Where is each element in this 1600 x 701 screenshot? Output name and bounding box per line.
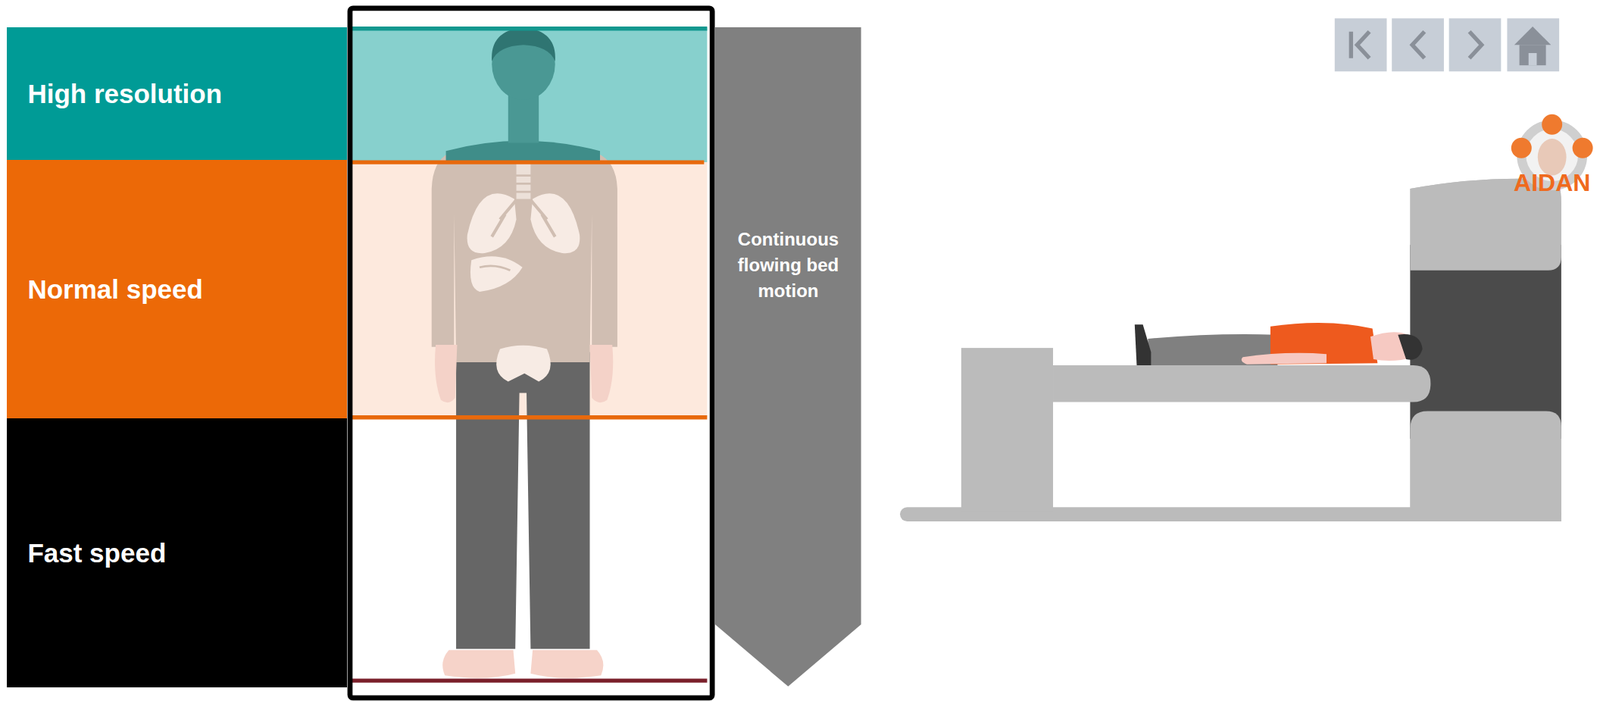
band-label: High resolution [27, 78, 222, 110]
arrow-shape [715, 27, 862, 687]
zone-line [352, 159, 705, 164]
teal-zone [352, 27, 708, 163]
band-label: Normal speed [27, 274, 203, 305]
zone-line [352, 678, 708, 682]
zone-line [352, 415, 708, 419]
arrow-shape [715, 27, 862, 687]
scan-frame [350, 8, 713, 698]
person-figure [431, 27, 618, 678]
scanner-illustration [900, 178, 1562, 522]
arrow-label: Continuous flowing bed motion [731, 226, 846, 304]
bed-motion-arrow: Continuous flowing bed motion [715, 27, 862, 687]
protocol-band: Fast speed [6, 418, 347, 688]
zone-line [352, 26, 708, 31]
protocol-band: High resolution [6, 27, 347, 160]
nav-buttons [1334, 18, 1560, 72]
protocol-band: Normal speed [6, 159, 347, 419]
logo-text: AIDAN [1513, 168, 1591, 197]
band-label: Fast speed [27, 537, 166, 569]
